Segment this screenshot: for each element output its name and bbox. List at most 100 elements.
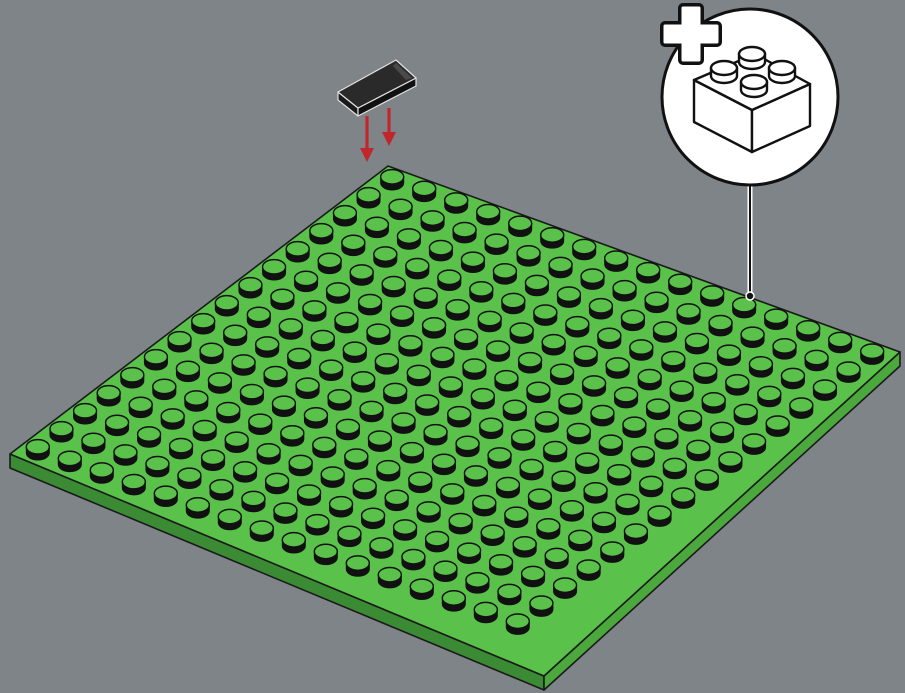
stud-top [429, 240, 452, 254]
stud-top [726, 375, 749, 389]
stud [566, 317, 589, 337]
stud [178, 468, 201, 488]
stud-top [512, 430, 535, 444]
stud [567, 423, 590, 443]
stud-top [861, 344, 884, 358]
down-arrow [382, 108, 396, 146]
stud-top [264, 366, 287, 380]
stud [599, 435, 622, 455]
stud [559, 394, 582, 414]
stud [441, 484, 464, 504]
stud [573, 239, 596, 259]
stud-top [670, 381, 693, 395]
stud [655, 429, 678, 449]
stud-top [391, 306, 414, 320]
stud-top [144, 350, 167, 364]
stud [272, 396, 295, 416]
stud-top [449, 513, 472, 527]
stud [286, 242, 309, 262]
stud [797, 321, 820, 341]
stud-top [734, 404, 757, 418]
stud [589, 299, 612, 319]
stud [695, 470, 718, 490]
stud [471, 389, 494, 409]
stud [239, 278, 262, 298]
stud [328, 390, 351, 410]
stud [106, 415, 129, 435]
stud-top [232, 355, 255, 369]
stud [121, 368, 144, 388]
stud-top [421, 211, 444, 225]
stud [431, 347, 454, 367]
stud-top [630, 340, 653, 354]
stud [382, 276, 405, 296]
brick-stud-top [739, 47, 765, 61]
down-arrow [360, 116, 374, 162]
stud-top [805, 350, 828, 364]
stud-top [399, 336, 422, 350]
stud [453, 222, 476, 242]
stud-top [289, 455, 312, 469]
stud [490, 555, 513, 575]
stud [333, 206, 356, 226]
stud-top [527, 382, 550, 396]
stud-top [758, 386, 781, 400]
stud [282, 533, 305, 553]
stud [362, 508, 385, 528]
stud [679, 411, 702, 431]
stud [374, 247, 397, 267]
stud-top [505, 507, 528, 521]
stud-top [557, 287, 580, 301]
stud [456, 436, 479, 456]
stud-top [439, 377, 462, 391]
stud-top [247, 307, 270, 321]
stud-top [473, 495, 496, 509]
stud-top [719, 452, 742, 466]
brick-stud-top [711, 61, 737, 75]
stud [385, 490, 408, 510]
stud [90, 463, 113, 483]
stud-top [743, 434, 766, 448]
stud [321, 467, 344, 487]
stud [638, 369, 661, 389]
stud-top [327, 283, 350, 297]
stud-top [281, 426, 304, 440]
stud [357, 188, 380, 208]
stud [217, 402, 240, 422]
stud [510, 323, 533, 343]
brick-stud-top [741, 75, 767, 89]
stud-top [208, 373, 231, 387]
stud [392, 413, 415, 433]
stud [144, 350, 167, 370]
stud-top [663, 458, 686, 472]
stud [733, 297, 756, 317]
stud [719, 452, 742, 472]
stud [414, 288, 437, 308]
stud-top [702, 393, 725, 407]
brick-stud [741, 75, 767, 97]
stud-top [517, 246, 540, 260]
stud-top [781, 368, 804, 382]
stud-top [26, 440, 49, 454]
stud-top [647, 399, 670, 413]
stud [648, 506, 671, 526]
stud-top [343, 342, 366, 356]
brick-stud [769, 61, 795, 83]
stud-top [464, 466, 487, 480]
stud-top [545, 548, 568, 562]
stud [193, 420, 216, 440]
stud-top [336, 419, 359, 433]
stud [488, 448, 511, 468]
stud-top [640, 476, 663, 490]
stud-top [400, 443, 423, 457]
stud-top [669, 274, 692, 288]
stud [202, 450, 225, 470]
stud [544, 441, 567, 461]
stud [434, 561, 457, 581]
stud [304, 408, 327, 428]
stud [256, 337, 279, 357]
stud [168, 332, 191, 352]
stud [829, 332, 852, 352]
stud-top [567, 423, 590, 437]
stud [406, 258, 429, 278]
